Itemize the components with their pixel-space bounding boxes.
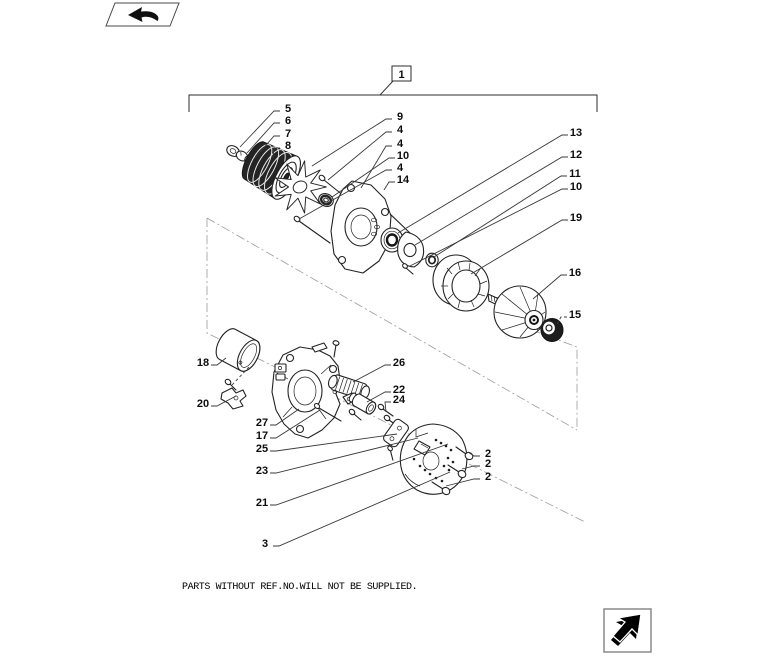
next-page-button[interactable] <box>603 608 653 654</box>
callout-number-22: 22 <box>393 384 405 396</box>
callout-number-27: 27 <box>256 417 268 429</box>
ref-1-label: 1 <box>398 69 404 81</box>
callout-number-25: 25 <box>256 443 268 455</box>
callout-number-23: 23 <box>256 465 268 477</box>
callout-leader-10 <box>409 188 568 267</box>
callout-leader-15 <box>556 316 567 325</box>
part-plate-23 <box>383 418 409 461</box>
callout-leader-26 <box>352 364 391 383</box>
callout-leader-17 <box>270 409 321 439</box>
callout-number-17: 17 <box>256 430 268 442</box>
callout-leader-2 <box>461 465 480 470</box>
callout-number-2: 2 <box>485 448 491 460</box>
callout-number-24: 24 <box>393 394 406 406</box>
callout-number-14: 14 <box>397 174 410 186</box>
callout-leader-14 <box>383 181 395 191</box>
callout-number-16: 16 <box>569 267 581 279</box>
centerline-main <box>206 217 578 431</box>
part-rear-bracket-27 <box>271 340 341 439</box>
callout-leader-13 <box>397 134 568 234</box>
callout-leader-2 <box>445 478 480 487</box>
callout-leader-2 <box>467 451 480 457</box>
callout-number-8: 8 <box>285 140 291 152</box>
callout-leader-20 <box>211 395 237 407</box>
callout-number-11: 11 <box>569 168 581 180</box>
page-back-arrow-icon <box>128 7 159 22</box>
page-forward-arrow-icon <box>611 613 642 646</box>
callout-leader-5 <box>239 110 280 148</box>
callout-leader-9 <box>311 118 392 167</box>
callout-number-12: 12 <box>570 149 582 161</box>
callout-number-2: 2 <box>485 458 491 470</box>
callout-number-4: 4 <box>397 138 404 150</box>
part-bolt-4c <box>293 215 331 244</box>
callout-number-18: 18 <box>197 357 209 369</box>
assembly-bracket: 1 <box>188 65 598 112</box>
callout-leader-3 <box>273 471 451 547</box>
part-slipring-19 <box>432 254 490 312</box>
callout-leader-11 <box>433 175 567 258</box>
callout-leader-27 <box>270 408 300 426</box>
part-front-bracket-14 <box>330 180 392 274</box>
callout-number-21: 21 <box>256 497 268 509</box>
part-bearing-15 <box>540 318 564 342</box>
callout-number-4: 4 <box>397 124 404 136</box>
callout-number-10: 10 <box>570 181 582 193</box>
callout-leader-4 <box>327 131 392 181</box>
part-regulator-22 <box>348 392 377 415</box>
callout-leader-10 <box>331 157 395 198</box>
callout-number-26: 26 <box>393 357 405 369</box>
part-spacer-10 <box>318 192 334 208</box>
part-rear-cover-3 <box>399 423 468 495</box>
callout-leader-8 <box>272 147 280 159</box>
callout-leader-18 <box>211 357 227 366</box>
previous-page-button[interactable] <box>104 1 182 28</box>
callout-leader-25 <box>270 433 398 452</box>
callout-number-5: 5 <box>285 103 291 115</box>
callout-number-6: 6 <box>285 115 291 127</box>
knurl-marks <box>441 261 488 309</box>
callout-leader-21 <box>270 443 449 506</box>
part-screw-10 <box>402 263 414 275</box>
callout-leader-7 <box>253 135 280 160</box>
part-bolt-17 <box>313 402 342 422</box>
centerline-right <box>499 317 578 428</box>
callout-number-10: 10 <box>397 150 409 162</box>
callout-leader-23 <box>270 437 419 474</box>
callout-number-3: 3 <box>262 538 268 550</box>
bracket-tab <box>311 342 328 353</box>
callout-number-20: 20 <box>197 398 209 410</box>
callout-leader-24 <box>384 401 391 413</box>
part-cover-18 <box>215 328 261 372</box>
callout-leader-6 <box>246 122 280 154</box>
callout-number-13: 13 <box>570 127 582 139</box>
part-rotor-16 <box>487 285 547 339</box>
callout-leader-12 <box>414 156 568 246</box>
callout-number-2: 2 <box>485 471 491 483</box>
callout-leader-19 <box>470 219 568 275</box>
callout-number-7: 7 <box>285 128 291 140</box>
callout-number-9: 9 <box>397 111 403 123</box>
callout-number-4: 4 <box>397 162 404 174</box>
callout-layer: 5678944104141312111019161518202717252321… <box>197 103 582 550</box>
callout-number-19: 19 <box>570 212 582 224</box>
callout-leader-22 <box>366 391 391 403</box>
part-clip-20 <box>220 366 250 410</box>
callout-leader-4 <box>360 145 392 189</box>
callout-number-15: 15 <box>569 309 581 321</box>
part-fan-9 <box>274 160 327 214</box>
callout-leader-16 <box>532 274 567 300</box>
supply-note: PARTS WITHOUT REF.NO.WILL NOT BE SUPPLIE… <box>182 582 418 593</box>
ref-1-box <box>391 65 412 82</box>
part-retainer-plate-12 <box>397 231 425 268</box>
callout-leader-4 <box>298 169 392 220</box>
